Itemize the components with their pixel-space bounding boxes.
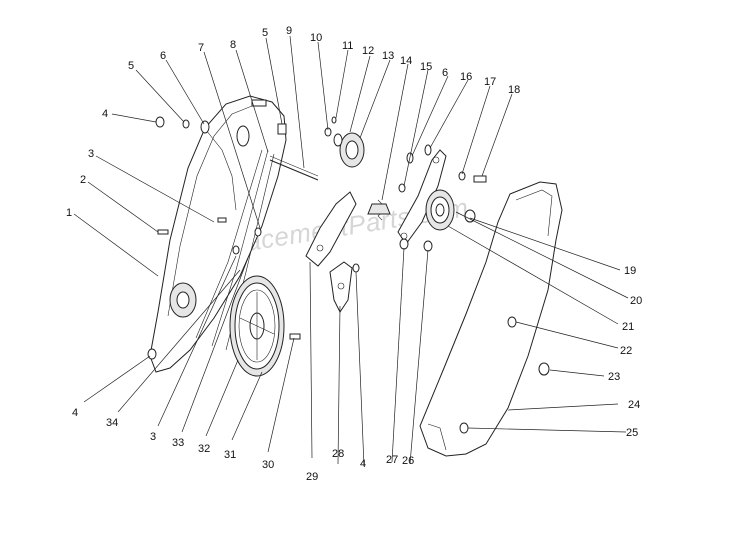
- callout-label: 5: [128, 60, 134, 72]
- callout-label: 34: [106, 417, 118, 429]
- callout-label: 4: [360, 458, 366, 470]
- idler-pulley-lower: [425, 189, 476, 231]
- callout-label: 13: [382, 50, 394, 62]
- callout-label: 4: [102, 108, 108, 120]
- callout-label: 14: [400, 55, 412, 67]
- callout-label: 20: [630, 295, 642, 307]
- callout-label: 18: [508, 84, 520, 96]
- callout-label: 25: [626, 427, 638, 439]
- callout-label: 3: [88, 148, 94, 160]
- drive-pulley: [229, 275, 285, 377]
- callout-label: 5: [262, 27, 268, 39]
- callout-label: 15: [420, 61, 432, 73]
- callout-label: 26: [402, 455, 414, 467]
- callout-label: 10: [310, 32, 322, 44]
- callout-label: 28: [332, 448, 344, 460]
- callout-label: 19: [624, 265, 636, 277]
- callout-label: 22: [620, 345, 632, 357]
- callout-label: 4: [72, 407, 78, 419]
- idler-bracket: [305, 191, 357, 267]
- callout-label: 3: [150, 431, 156, 443]
- callout-label: 21: [622, 321, 634, 333]
- callout-label: 29: [306, 471, 318, 483]
- callout-label: 1: [66, 207, 72, 219]
- callout-label: 7: [198, 42, 204, 54]
- callout-label: 33: [172, 437, 184, 449]
- callout-numbers: 1 2 3 4 5 6 7 8 5 9 10 11 12 13 14 15 6 …: [66, 25, 642, 483]
- callout-label: 12: [362, 45, 374, 57]
- callout-label: 6: [442, 67, 448, 79]
- idler-arm: [397, 149, 447, 245]
- belt-cover: [419, 181, 563, 457]
- callout-label: 11: [342, 40, 353, 52]
- callout-label: 2: [80, 174, 86, 186]
- callout-label: 32: [198, 443, 210, 455]
- spring-bracket: [329, 261, 353, 313]
- callout-label: 27: [386, 454, 398, 466]
- callout-label: 6: [160, 50, 166, 62]
- idler-pulley-upper: [333, 132, 365, 168]
- leader-lines: [73, 35, 629, 467]
- tension-spring: [367, 199, 391, 221]
- callout-label: 24: [628, 399, 640, 411]
- callout-label: 9: [286, 25, 292, 37]
- frame-plate: [149, 95, 287, 373]
- callout-label: 16: [460, 71, 472, 83]
- callout-label: 31: [224, 449, 236, 461]
- callout-label: 8: [230, 39, 236, 51]
- callout-label: 30: [262, 459, 274, 471]
- callout-label: 17: [484, 76, 496, 88]
- callout-label: 23: [608, 371, 620, 383]
- hardware: [147, 116, 550, 434]
